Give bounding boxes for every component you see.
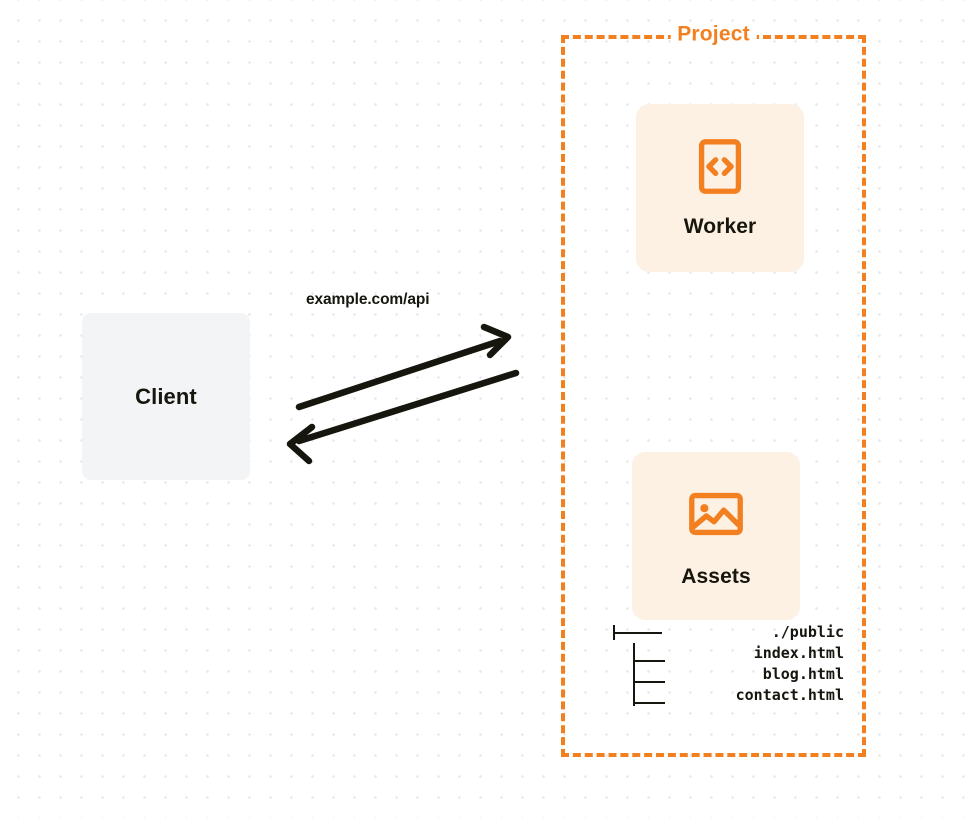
tree-item-label: contact.html — [735, 686, 844, 704]
tree-item-label: index.html — [753, 644, 844, 662]
assets-label: Assets — [681, 565, 751, 588]
request-arrow — [295, 323, 512, 411]
response-arrow — [286, 369, 520, 465]
tree-row: contact.html — [605, 685, 845, 706]
asset-file-tree: ./public index.html blog.html contact.ht… — [605, 622, 845, 706]
worker-label: Worker — [683, 215, 757, 238]
image-icon — [689, 492, 743, 536]
tree-row: index.html — [605, 643, 845, 664]
request-url-label: example.com/api — [306, 291, 430, 308]
tree-row: ./public — [605, 622, 845, 643]
client-label: Client — [135, 383, 197, 409]
worker-card[interactable]: Worker — [636, 104, 804, 272]
tree-row: blog.html — [605, 664, 845, 685]
tree-item-label: blog.html — [762, 665, 844, 683]
code-brackets-icon — [698, 139, 742, 194]
project-title: Project — [670, 22, 757, 47]
tree-item-label: ./public — [771, 623, 844, 641]
client-node[interactable]: Client — [82, 313, 250, 480]
project-container: Project Worker Assets — [561, 22, 866, 757]
assets-card[interactable]: Assets — [632, 452, 800, 620]
